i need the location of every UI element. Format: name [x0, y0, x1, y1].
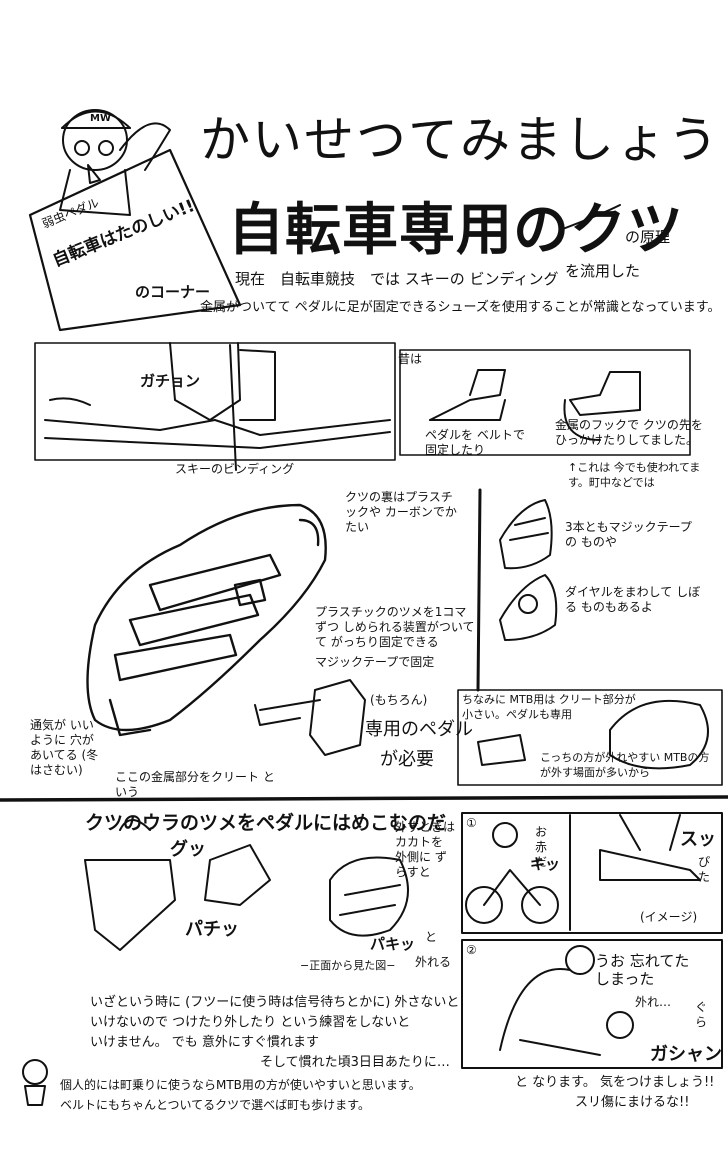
page-subtitle: 自転車専用のクツ: [228, 198, 684, 263]
note-vent: 通気が いいように 穴があいてる (冬はさむい): [30, 718, 99, 777]
mascot-drawing: [59, 109, 171, 216]
note-dial: ダイヤルをまわして しぼる ものもあるよ: [565, 585, 701, 614]
note-buckle: プラスチックのツメを1コマずつ しめられる装置がついてて がっちり固定できる: [315, 605, 475, 649]
intro-line2: 金属がついてて ペダルに足が固定できるシューズを使用することが常識となっています…: [200, 300, 721, 315]
bottom-right2: スリ傷にまけるな!!: [575, 1095, 690, 1110]
bottom-line6: ベルトにもちゃんとついてるクツで選べば町も歩けます。: [60, 1098, 370, 1112]
ski-sfx: ガチョン: [140, 372, 201, 390]
release-end: 外れる: [415, 955, 452, 969]
comic2-bubble2: 外れ…: [635, 995, 672, 1009]
bottom-line2: いけないので つけたり外したり という練習をしないと: [90, 1015, 411, 1030]
comic1-number: ①: [466, 816, 477, 830]
front-view-label: −正面から見た図−: [300, 959, 396, 972]
old-note-right: 金属のフックで クツの先を ひっかけたりしてました。: [555, 418, 703, 447]
note-pedal-need: が必要: [380, 749, 434, 770]
old-label: 昔は: [398, 352, 423, 366]
intro-line1-end: を流用した: [565, 262, 641, 280]
note-velcro-three: 3本ともマジックテープの ものや: [565, 520, 692, 549]
note-mtb2: こっちの方が外れやすい MTBの方が外す場面が多いから: [540, 751, 710, 779]
comic1-sfx-kit: キッ: [530, 855, 561, 873]
sign-corner-text: のコーナー: [135, 283, 211, 301]
mascot-cap: MW: [90, 113, 111, 124]
comic2-number: ②: [466, 943, 477, 957]
ski-caption: スキーのビンディング: [175, 462, 295, 476]
shoe-drawing: [86, 503, 327, 737]
bottom-line3: いけません。 でも 意外にすぐ慣れます: [90, 1035, 320, 1050]
note-mtb1: ちなみに MTB用は クリート部分が 小さい。ペダルも専用: [462, 693, 636, 721]
comic1-bubble: お 赤だ: [535, 825, 548, 869]
sfx-to: と: [425, 930, 438, 944]
note-pedal-paren: (もちろん): [370, 693, 428, 707]
note-sole: クツの裏はプラスチックや カーボンでかたい: [345, 490, 457, 534]
comic1-sfx-sutto: スッ: [680, 829, 716, 850]
comic1-image-label: (イメージ): [640, 910, 698, 924]
comic2-sfx-gura: ぐら: [695, 1000, 708, 1029]
bottom-line4: そして慣れた頃3日目あたりに…: [260, 1055, 450, 1070]
sfx-pachi2: パキッ: [370, 935, 416, 953]
comic2-bubble: うお 忘れてた しまった: [595, 952, 690, 988]
title-suffix: の原理: [625, 228, 671, 246]
sfx-gu: グッ: [170, 839, 206, 860]
note-pedal-main: 専用のペダル: [365, 719, 473, 740]
release-note: 外すときは カカトを 外側に ずらすと: [395, 820, 456, 879]
note-cleat: ここの金属部分をクリート という: [115, 770, 275, 799]
pedal-drawing: [254, 679, 366, 756]
intro-line1: 現在 自転車競技 では スキーの ビンディング: [235, 270, 559, 288]
sign-board: [28, 148, 242, 332]
sfx-pachi: パチッ: [185, 919, 239, 940]
section2-heading: クツのウラのツメをペダルにはめこむのだ: [85, 812, 447, 834]
comic2-sfx-gashan: ガシャン: [650, 1044, 722, 1065]
comic1-sfx-pita: ぴた: [698, 855, 711, 884]
old-note-left: ペダルを ベルトで 固定したり: [425, 428, 525, 457]
bottom-line5: 個人的には町乗りに使うならMTB用の方が使いやすいと思います。: [60, 1078, 421, 1092]
old-note-bottom: ↑これは 今でも使われてます。町中などでは: [568, 461, 701, 489]
note-velcro: マジックテープで固定: [315, 655, 435, 669]
bottom-right1: と なります。 気をつけましょう!!: [515, 1075, 715, 1090]
page-title: かいせつてみましょう: [200, 111, 720, 169]
bottom-line1: いざという時に (フツーに使う時は信号待ちとかに) 外さないと: [90, 995, 460, 1010]
